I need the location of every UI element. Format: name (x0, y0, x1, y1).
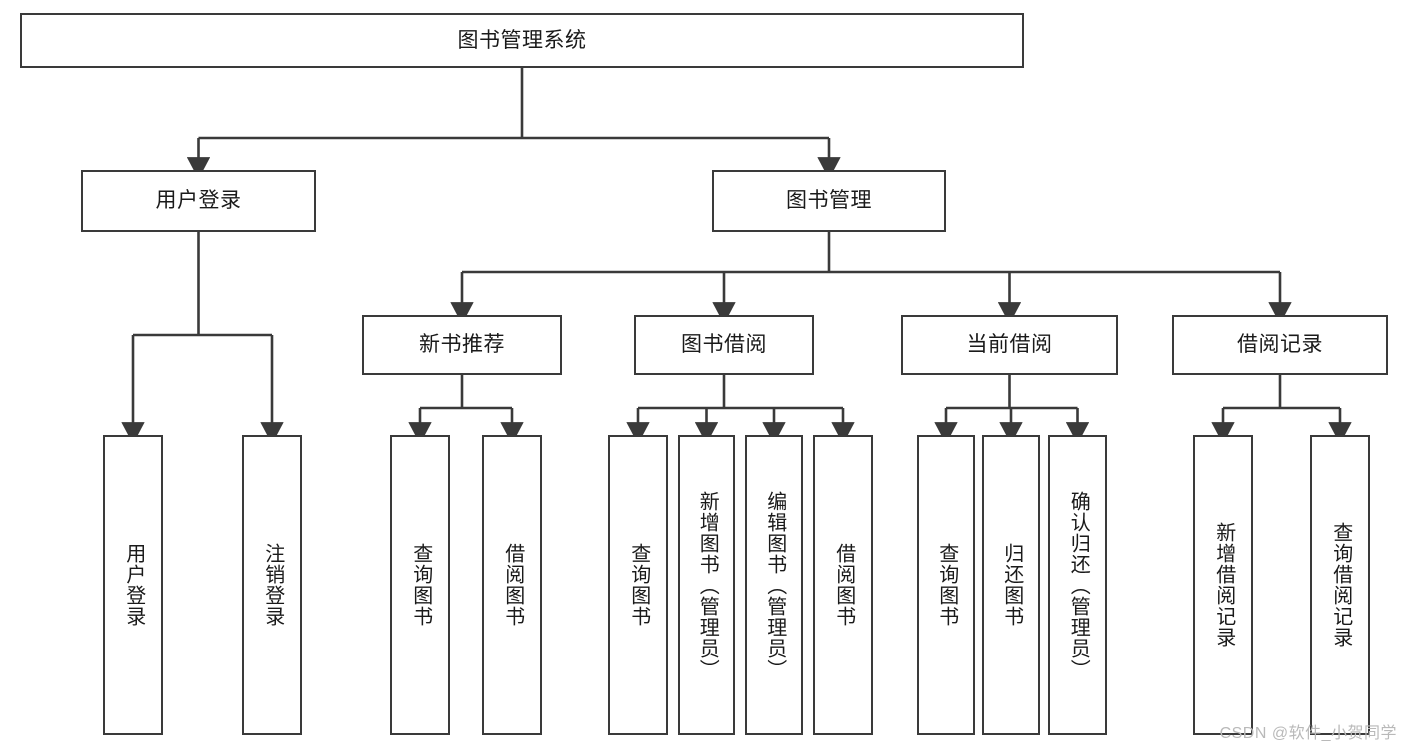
node-leaf-add-book[interactable]: 新增图书（管理员） (678, 435, 735, 735)
node-borrow-record[interactable]: 借阅记录 (1172, 315, 1388, 375)
node-leaf-return-book[interactable]: 归还图书 (982, 435, 1040, 735)
node-book-borrow[interactable]: 图书借阅 (634, 315, 814, 375)
node-leaf-borrow-book-2-label: 借阅图书 (832, 543, 855, 627)
node-leaf-query-book-1[interactable]: 查询图书 (390, 435, 450, 735)
node-leaf-add-record[interactable]: 新增借阅记录 (1193, 435, 1253, 735)
node-user-login-label: 用户登录 (155, 189, 242, 213)
node-leaf-confirm-return-label: 确认归还（管理员） (1067, 490, 1090, 680)
node-current-borrow-label: 当前借阅 (966, 333, 1053, 357)
node-leaf-query-book-3[interactable]: 查询图书 (917, 435, 975, 735)
node-leaf-borrow-book-1-label: 借阅图书 (501, 543, 524, 627)
node-current-borrow[interactable]: 当前借阅 (901, 315, 1118, 375)
node-leaf-logout-label: 注销登录 (261, 543, 284, 627)
node-book-borrow-label: 图书借阅 (681, 333, 767, 357)
node-leaf-user-login[interactable]: 用户登录 (103, 435, 163, 735)
node-leaf-add-book-label: 新增图书（管理员） (696, 490, 719, 680)
node-book-management[interactable]: 图书管理 (712, 170, 946, 232)
node-book-management-label: 图书管理 (786, 189, 872, 213)
node-user-login[interactable]: 用户登录 (81, 170, 316, 232)
node-leaf-borrow-book-2[interactable]: 借阅图书 (813, 435, 873, 735)
node-root[interactable]: 图书管理系统 (20, 13, 1024, 68)
node-new-book-recommend[interactable]: 新书推荐 (362, 315, 562, 375)
node-new-book-recommend-label: 新书推荐 (419, 333, 505, 357)
node-leaf-add-record-label: 新增借阅记录 (1212, 522, 1235, 648)
node-leaf-query-record[interactable]: 查询借阅记录 (1310, 435, 1370, 735)
node-leaf-confirm-return[interactable]: 确认归还（管理员） (1048, 435, 1107, 735)
node-leaf-return-book-label: 归还图书 (1000, 543, 1023, 627)
node-root-label: 图书管理系统 (457, 28, 587, 52)
node-leaf-query-book-2-label: 查询图书 (627, 543, 650, 627)
node-leaf-user-login-label: 用户登录 (122, 543, 145, 627)
node-leaf-edit-book-label: 编辑图书（管理员） (763, 490, 786, 680)
node-leaf-query-book-3-label: 查询图书 (935, 543, 958, 627)
node-borrow-record-label: 借阅记录 (1237, 333, 1323, 357)
node-leaf-query-book-2[interactable]: 查询图书 (608, 435, 668, 735)
node-leaf-query-book-1-label: 查询图书 (409, 543, 432, 627)
node-leaf-edit-book[interactable]: 编辑图书（管理员） (745, 435, 803, 735)
node-leaf-borrow-book-1[interactable]: 借阅图书 (482, 435, 542, 735)
node-leaf-logout[interactable]: 注销登录 (242, 435, 302, 735)
node-leaf-query-record-label: 查询借阅记录 (1329, 522, 1352, 648)
